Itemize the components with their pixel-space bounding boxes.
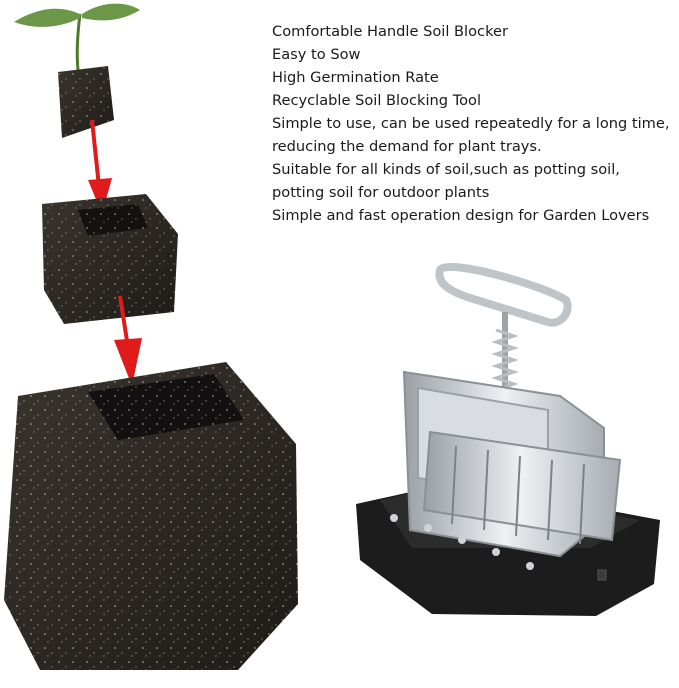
seedling-icon [14,3,140,71]
small-soil-block [58,66,114,138]
feature-item: Recyclable Soil Blocking Tool [272,92,482,109]
feature-item: Simple and fast operation design for Gar… [272,207,650,224]
handle-icon [435,262,572,327]
feature-item: High Germination Rate [272,69,439,86]
feature-list: Comfortable Handle Soil Blocker Easy to … [272,20,672,227]
feature-item: Comfortable Handle Soil Blocker [272,23,508,40]
medium-soil-block [42,194,178,324]
soil-blocker-tool [356,262,660,616]
feature-item: Simple to use, can be used repeatedly fo… [272,115,670,155]
arrow-icon [114,295,142,386]
feature-item: Easy to Sow [272,46,361,63]
arrow-icon [88,119,112,214]
large-soil-block [4,362,298,670]
feature-item: Suitable for all kinds of soil,such as p… [272,161,620,201]
